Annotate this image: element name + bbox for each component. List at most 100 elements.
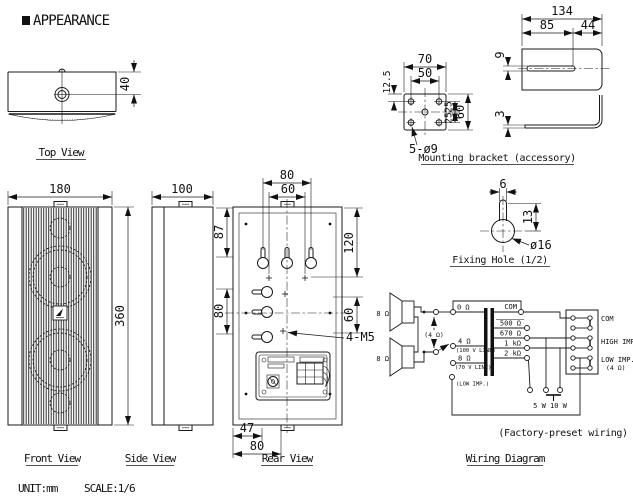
rear-view: 80 60 120 60 4-M5 [225, 168, 375, 466]
term-low-label: LOW IMP. [601, 356, 633, 364]
dim-rear-slot-span: 80 [280, 168, 294, 182]
dim-bracket-3: 3 [493, 110, 507, 117]
top-view-outline [7, 71, 117, 112]
rear-left-dims: 87 80 [212, 207, 233, 335]
dim-rear-60-right: 60 [342, 308, 356, 322]
view-label-top: Top View [39, 146, 85, 159]
side-view: 100 Side View [125, 182, 214, 466]
wire-0-com-tie [452, 300, 522, 310]
dim-rear-120: 120 [342, 232, 356, 254]
speaker1-impedance: 8 Ω [376, 310, 389, 318]
power-switch [546, 394, 561, 401]
title-text: APPEARANCE [33, 13, 110, 29]
tap-low-label: (LOW IMP.) [456, 382, 489, 388]
sec-500-label: 500 Ω [500, 320, 521, 328]
tweeter-top [49, 217, 71, 239]
rear-tab-bottom [280, 424, 295, 431]
dim-bracket-9: 9 [493, 51, 507, 58]
keyholes-top-row [257, 247, 317, 269]
fixing-hole: 6 13 ø16 Fixing Hole (1/2) [450, 177, 552, 267]
factory-preset-note: (Factory-preset wiring) [498, 428, 627, 439]
tap-8-label: 8 Ω [458, 355, 471, 363]
power-label: 5 W 10 W [533, 402, 568, 410]
view-label-side: Side View [125, 452, 177, 465]
dim-rear-80-left: 80 [212, 304, 226, 318]
dim-bracket-85: 85 [540, 18, 554, 32]
term-high-label: HIGH IMP. [601, 338, 633, 346]
dim-fixing-6: 6 [499, 177, 506, 191]
tap-4-note: (100 V LINE) [456, 348, 496, 354]
footer: UNIT:mm SCALE:1/6 [18, 482, 136, 495]
dim-bracket-25b: 25 [444, 112, 455, 123]
view-label-rear: Rear View [262, 452, 314, 465]
hanger-tab-bottom [53, 424, 68, 431]
mounting-bracket: 70 50 12.5 25 25 60 5-ø9 Mounting bracke… [382, 4, 612, 165]
dim-bracket-70: 70 [418, 52, 432, 66]
keyholes-left-column [251, 286, 273, 343]
speaker2-impedance: 8 Ω [376, 355, 389, 363]
tap-0-label: 0 Ω [457, 304, 470, 312]
wire-com-to-block [523, 311, 571, 319]
dim-bracket-50: 50 [418, 66, 432, 80]
top-hole [54, 87, 70, 102]
dim-rear-47: 47 [240, 421, 254, 435]
callout-dia16-text: ø16 [530, 238, 552, 252]
wire-spk2-bottom [414, 351, 434, 363]
side-tab-top [178, 201, 193, 208]
dim-rear-inner-span: 60 [281, 182, 295, 196]
dim-rear-87: 87 [212, 225, 226, 239]
front-view: 180 360 Front View [7, 182, 134, 466]
bracket-profile: 134 85 44 9 3 [493, 4, 612, 137]
tweeter-bottom [49, 392, 71, 414]
dim-bracket-44: 44 [581, 18, 595, 32]
dim-fixing-13: 13 [521, 210, 535, 224]
wiring-diagram: 8 Ω 8 Ω (4 Ω) 0 Ω 4 Ω (100 V LINE) 8 Ω (… [376, 292, 633, 466]
side-tab-bottom [178, 424, 193, 431]
tap-8-note: (70 V LINE) [455, 365, 491, 371]
transformer [484, 308, 494, 376]
top-view: 40 Top View [7, 60, 141, 160]
impedance-selector-base [266, 374, 280, 389]
callout-4m5: 4-M5 [346, 330, 375, 344]
sec-2k-label: 2 kΩ [504, 350, 521, 358]
dim-bracket-60: 60 [453, 105, 467, 119]
page-title: APPEARANCE [22, 13, 110, 29]
scale-note: SCALE:1/6 [84, 482, 135, 495]
hanger-tab-top [53, 201, 68, 208]
dim-top-depth: 40 [118, 77, 132, 91]
fixing-hole-label: Fixing Hole (1/2) [452, 255, 548, 266]
dim-bracket-25a: 25 [444, 101, 455, 112]
section-marker-icon [22, 16, 30, 25]
view-label-wiring: Wiring Diagram [466, 452, 546, 465]
dim-front-width: 180 [49, 182, 71, 196]
rear-tab-top [280, 201, 295, 208]
view-label-front: Front View [24, 452, 82, 465]
impedance-selector-knob [267, 376, 279, 387]
tap-4-label: 4 Ω [458, 338, 471, 346]
parallel-impedance-label: (4 Ω) [424, 331, 444, 339]
speaker-symbol-2 [389, 337, 415, 377]
m5-holes [266, 275, 308, 334]
dim-side-depth: 100 [171, 182, 193, 196]
rear-outline [232, 206, 343, 426]
sec-670-label: 670 Ω [500, 330, 521, 338]
bracket-label: Mounting bracket (accessory) [418, 153, 575, 164]
unit-note: UNIT:mm [18, 482, 59, 495]
bracket-slot [526, 65, 576, 72]
terminal-strip [296, 362, 324, 385]
dim-front-height: 360 [113, 305, 127, 327]
callout-5-dia9: 5-ø9 [409, 142, 438, 156]
dim-bracket-12-5: 12.5 [382, 71, 393, 94]
wire-spk1-top [414, 306, 434, 313]
rear-terminal-panel [255, 351, 331, 401]
terminal-block [565, 309, 599, 375]
term-com-label: COM [601, 315, 614, 323]
sec-1k-label: 1 kΩ [504, 340, 521, 348]
sec-com-label: COM [504, 303, 517, 311]
speaker-symbol-1 [389, 292, 415, 332]
side-outline [151, 206, 214, 426]
selector-arrow [438, 343, 450, 352]
term-low-impedance: (4 Ω) [606, 364, 626, 372]
